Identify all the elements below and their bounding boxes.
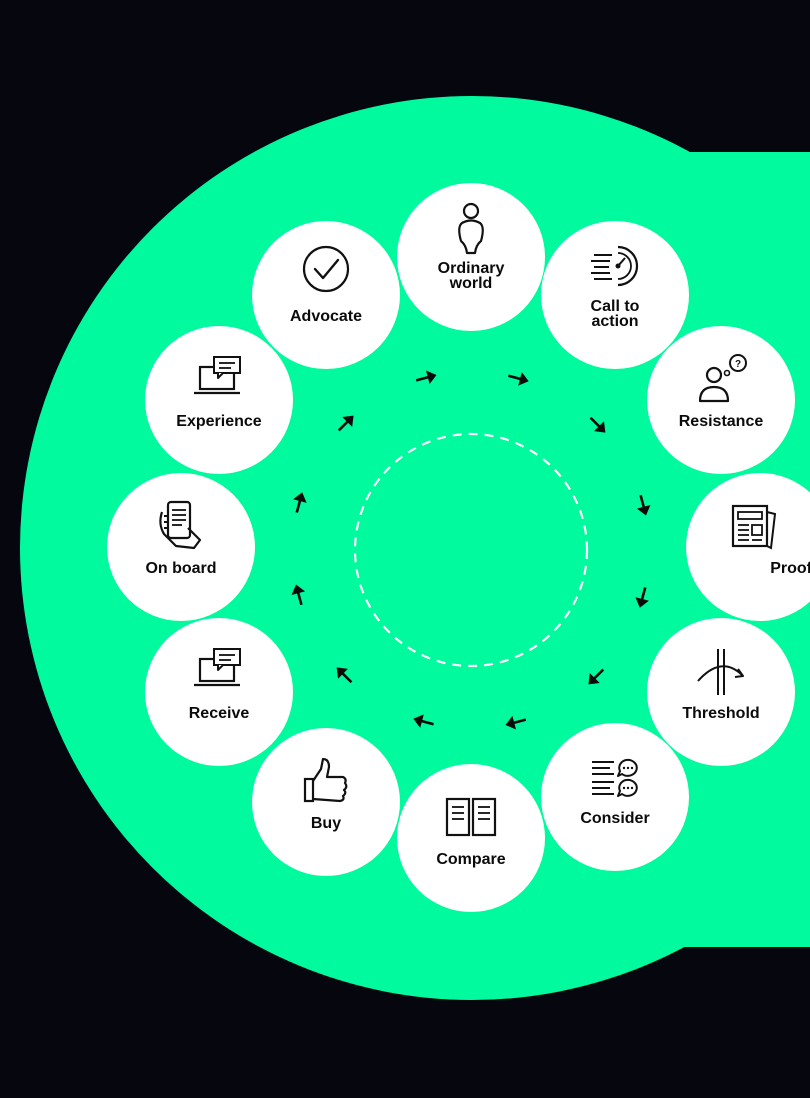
- step-ordinary-world[interactable]: Ordinary world: [397, 183, 545, 331]
- step-label: Threshold: [682, 705, 760, 722]
- step-label: Proof: [770, 560, 810, 577]
- speed-dial-icon: [591, 245, 639, 286]
- step-label: Consider: [580, 810, 650, 827]
- label-line-2: action: [591, 313, 639, 330]
- step-label: Call to action: [547, 298, 683, 330]
- newspaper-icon: [731, 504, 777, 550]
- flow-arrow: [415, 370, 437, 385]
- step-label: On board: [145, 560, 217, 577]
- threshold-arc-icon: [697, 648, 744, 695]
- step-advocate[interactable]: Advocate: [252, 221, 400, 369]
- flow-arrow: [337, 415, 354, 432]
- person-question-icon: ?: [698, 353, 747, 402]
- flow-arrow: [635, 587, 649, 608]
- flow-arrows: [291, 370, 651, 730]
- phone-hand-icon: [159, 500, 202, 549]
- step-receive[interactable]: Receive: [145, 618, 293, 766]
- step-label: Advocate: [289, 308, 363, 325]
- flow-arrow: [505, 715, 527, 730]
- center-dashed-ring: [353, 432, 589, 668]
- step-label: Compare: [436, 851, 506, 868]
- step-compare[interactable]: Compare: [397, 764, 545, 912]
- step-consider[interactable]: Consider: [541, 723, 689, 871]
- step-label: Ordinary world: [403, 260, 539, 292]
- step-on-board[interactable]: On board: [107, 473, 255, 621]
- flow-arrow: [413, 714, 434, 728]
- open-book-icon: [445, 797, 497, 836]
- step-proof[interactable]: Proof: [686, 473, 810, 621]
- flow-arrow: [508, 372, 529, 386]
- label-line-2: world: [449, 275, 493, 292]
- laptop-message-icon: [194, 355, 241, 394]
- step-call-to-action[interactable]: Call to action: [541, 221, 689, 369]
- checkmark-circle-icon: [302, 245, 350, 292]
- flow-arrow: [636, 494, 651, 516]
- flow-arrow: [588, 668, 605, 685]
- flow-arrow: [293, 492, 307, 513]
- chat-list-icon: [592, 758, 638, 797]
- step-buy[interactable]: Buy: [252, 728, 400, 876]
- step-label: Buy: [310, 815, 342, 832]
- step-experience[interactable]: Experience: [145, 326, 293, 474]
- flow-arrow: [336, 667, 353, 684]
- step-label: Resistance: [678, 413, 764, 430]
- step-resistance[interactable]: ? Resistance: [647, 326, 795, 474]
- flow-arrow: [291, 584, 306, 606]
- laptop-message-icon: [194, 647, 241, 686]
- svg-text:?: ?: [735, 359, 741, 370]
- flow-arrow: [589, 416, 606, 433]
- step-label: Experience: [176, 413, 262, 430]
- person-icon: [458, 202, 484, 254]
- step-label: Receive: [188, 705, 250, 722]
- step-threshold[interactable]: Threshold: [647, 618, 795, 766]
- label-line-1: Ordinary: [437, 260, 505, 277]
- label-line-1: Call to: [590, 298, 640, 315]
- thumbs-up-icon: [303, 757, 348, 802]
